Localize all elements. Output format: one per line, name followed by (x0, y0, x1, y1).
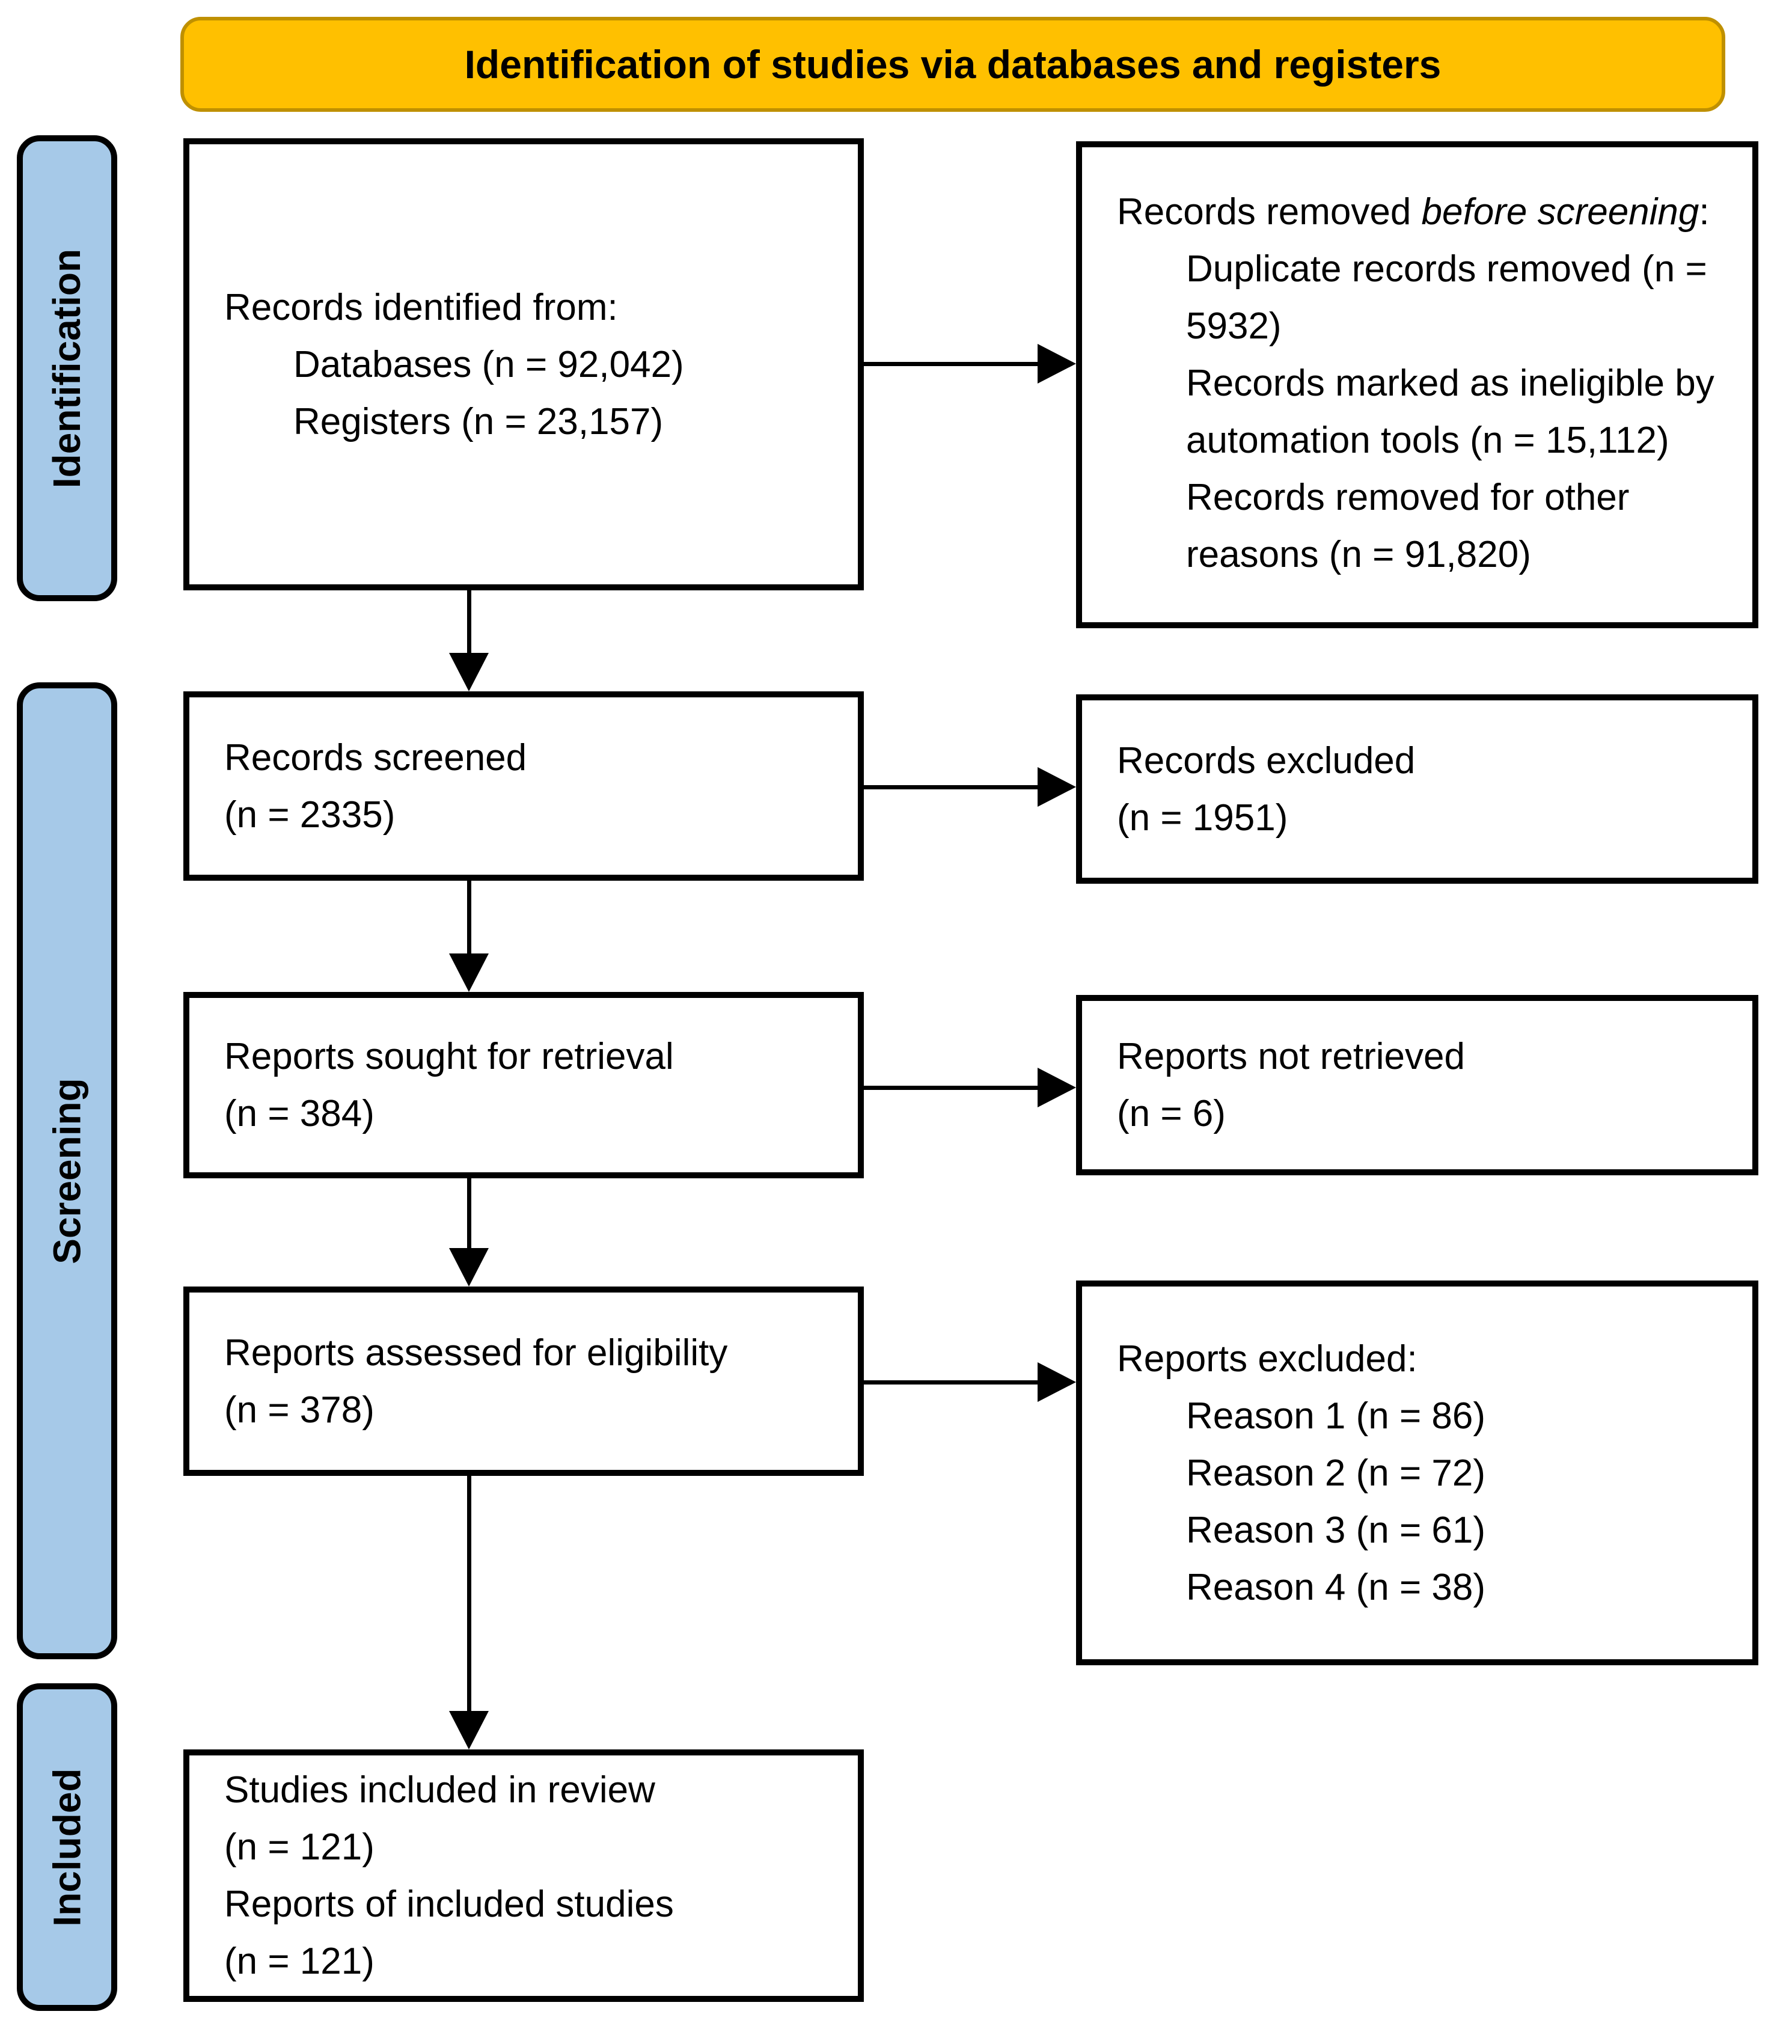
title-banner: Identification of studies via databases … (180, 17, 1725, 112)
reports-not-retrieved-label: Reports not retrieved (1117, 1036, 1465, 1077)
arrow-assessed-to-reports-excluded-head-icon (1038, 1362, 1076, 1402)
box-reports-sought: Reports sought for retrieval (n = 384) (183, 992, 864, 1178)
reports-assessed-count: (n = 378) (224, 1389, 375, 1431)
reports-excluded-reason-2: Reason 2 (n = 72) (1186, 1452, 1486, 1494)
reports-included-count: (n = 121) (224, 1941, 375, 1982)
records-excluded-label: Records excluded (1117, 739, 1416, 782)
arrow-screened-to-sought-head-icon (449, 953, 489, 992)
stage-label-screening-text: Screening (45, 1077, 89, 1264)
reports-excluded-reason-4: Reason 4 (n = 38) (1186, 1566, 1486, 1608)
records-removed-other: Records removed for other reasons (n = 9… (1186, 477, 1630, 575)
studies-included-label: Studies included in review (224, 1769, 655, 1811)
arrow-identified-to-screened-head-icon (449, 653, 489, 691)
arrow-sought-to-assessed-line (467, 1178, 471, 1250)
box-records-identified: Records identified from: Databases (n = … (183, 138, 864, 590)
records-screened-count: (n = 2335) (224, 794, 396, 836)
stage-label-identification-text: Identification (45, 248, 89, 488)
records-identified-registers: Registers (n = 23,157) (293, 400, 664, 442)
arrow-identified-to-removed-head-icon (1038, 344, 1076, 384)
records-removed-automation: Records marked as ineligible by automati… (1186, 363, 1714, 461)
records-identified-databases: Databases (n = 92,042) (293, 343, 684, 385)
reports-sought-label: Reports sought for retrieval (224, 1036, 674, 1077)
arrow-sought-to-not-retrieved-head-icon (1038, 1068, 1076, 1107)
arrow-sought-to-assessed-head-icon (449, 1248, 489, 1287)
records-screened-label: Records screened (224, 736, 527, 779)
stage-label-included-text: Included (45, 1767, 89, 1927)
box-reports-assessed: Reports assessed for eligibility (n = 37… (183, 1287, 864, 1476)
reports-excluded-reason-1: Reason 1 (n = 86) (1186, 1395, 1486, 1437)
records-removed-duplicates: Duplicate records removed (n = 5932) (1186, 248, 1707, 347)
arrow-sought-to-not-retrieved-line (864, 1086, 1041, 1090)
reports-excluded-header: Reports excluded: (1117, 1338, 1417, 1380)
arrow-assessed-to-included-head-icon (449, 1711, 489, 1749)
box-records-screened: Records screened (n = 2335) (183, 691, 864, 881)
records-removed-header: Records removed before screening: (1117, 191, 1710, 233)
stage-label-included: Included (17, 1683, 117, 2011)
box-studies-included: Studies included in review (n = 121) Rep… (183, 1749, 864, 2002)
reports-sought-count: (n = 384) (224, 1093, 375, 1134)
studies-included-count: (n = 121) (224, 1826, 375, 1868)
box-records-removed-before-screening: Records removed before screening: Duplic… (1076, 141, 1758, 628)
arrow-assessed-to-included-line (467, 1476, 471, 1713)
stage-label-screening: Screening (17, 682, 117, 1659)
reports-assessed-label: Reports assessed for eligibility (224, 1332, 728, 1374)
reports-not-retrieved-count: (n = 6) (1117, 1093, 1226, 1134)
stage-label-identification: Identification (17, 135, 117, 601)
box-reports-excluded: Reports excluded: Reason 1 (n = 86) Reas… (1076, 1281, 1758, 1665)
records-identified-header: Records identified from: (224, 286, 618, 328)
arrow-identified-to-screened-line (467, 590, 471, 656)
box-reports-not-retrieved: Reports not retrieved (n = 6) (1076, 995, 1758, 1175)
arrow-screened-to-excluded-head-icon (1038, 767, 1076, 807)
reports-excluded-reason-3: Reason 3 (n = 61) (1186, 1509, 1486, 1551)
arrow-assessed-to-reports-excluded-line (864, 1380, 1041, 1385)
records-excluded-count: (n = 1951) (1117, 797, 1288, 839)
title-banner-label: Identification of studies via databases … (464, 42, 1442, 87)
arrow-identified-to-removed-line (864, 362, 1041, 366)
box-records-excluded: Records excluded (n = 1951) (1076, 694, 1758, 884)
arrow-screened-to-sought-line (467, 881, 471, 956)
reports-included-label: Reports of included studies (224, 1883, 674, 1925)
arrow-screened-to-excluded-line (864, 785, 1041, 789)
